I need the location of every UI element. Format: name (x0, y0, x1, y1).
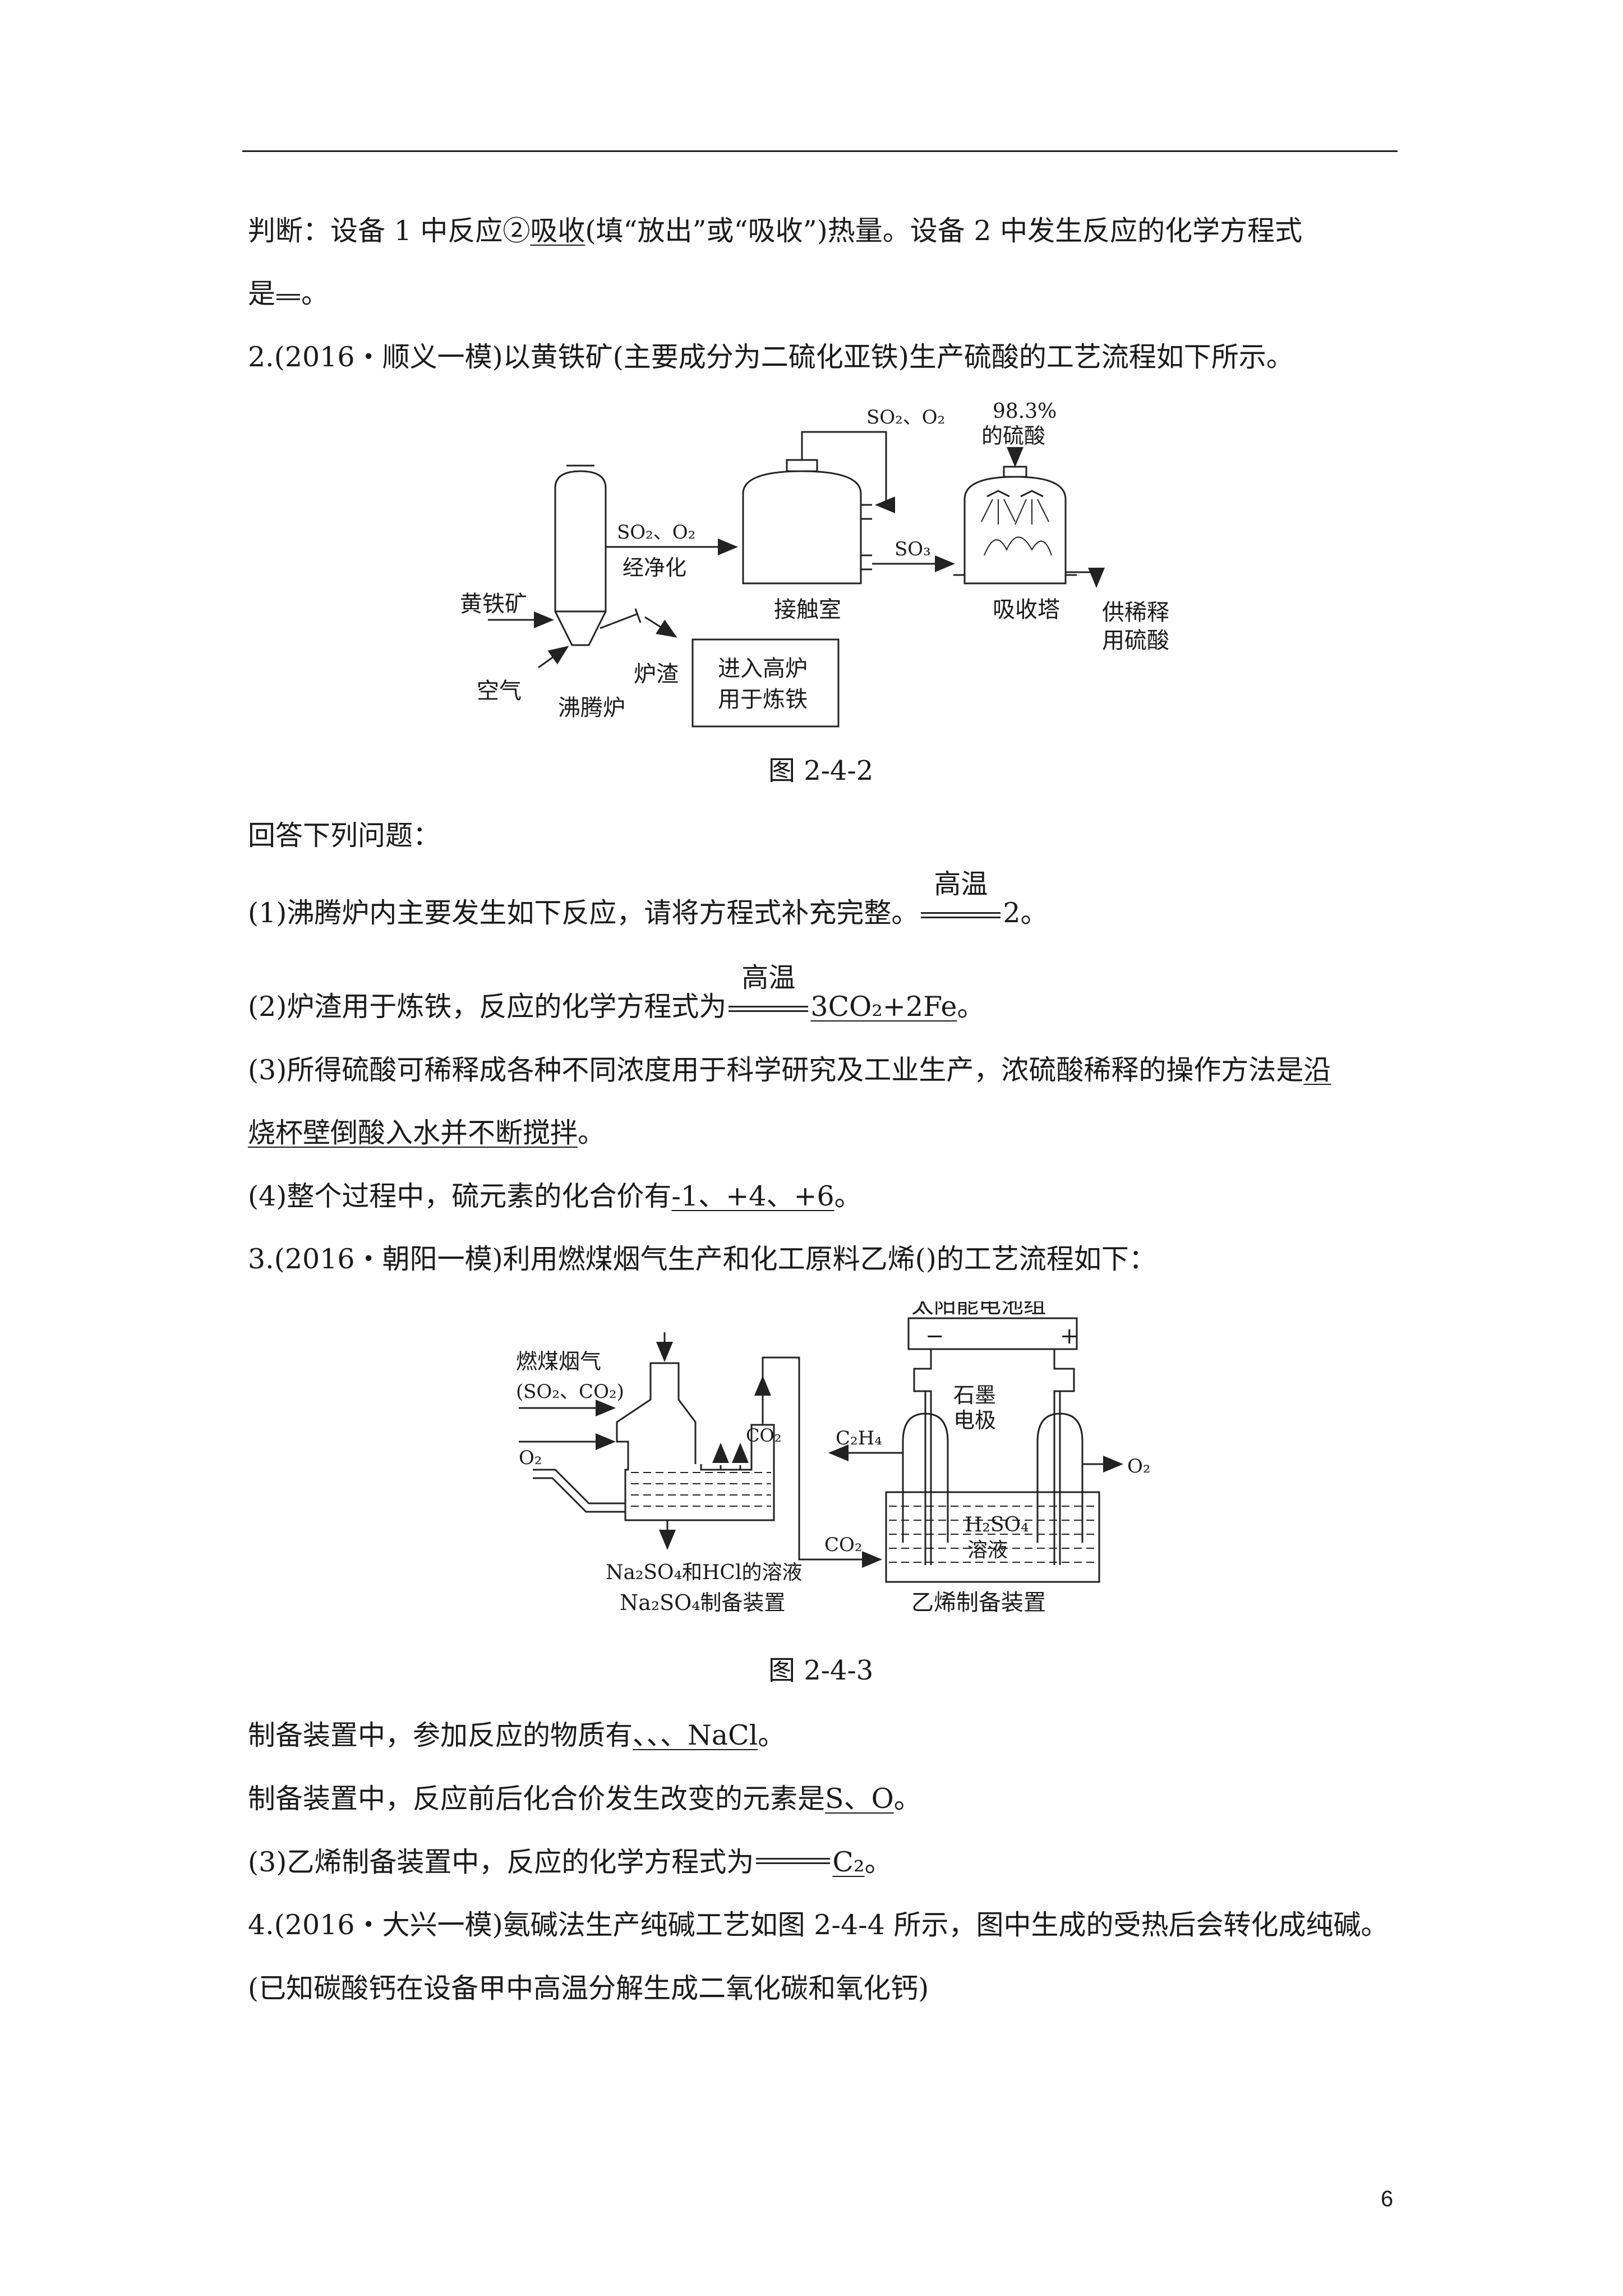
label-slag: 炉渣 (634, 661, 679, 687)
label-c2h4: C₂H₄ (836, 1427, 882, 1450)
label-acid-conc: 98.3% (993, 400, 1057, 423)
sub-question-1: 制备装置中，参加反应的物质有、、、NaCl。 (248, 1719, 786, 1751)
figure-2-4-3: 燃煤烟气 (SO₂、CO₂) O₂ CO₂ Na₂SO₄和HCl的溶液 Na₂S… (516, 1301, 1151, 1616)
sub-question-2: 制备装置中，反应前后化合价发生改变的元素是S、O。 (248, 1783, 921, 1815)
label-solution: Na₂SO₄和HCl的溶液 (606, 1561, 802, 1584)
answer-part-2: 3CO₂+2Fe (810, 991, 957, 1023)
label-o2-right: O₂ (1127, 1455, 1151, 1478)
text-line-2: 是。 (248, 277, 329, 311)
boiling-furnace-shape (554, 470, 607, 646)
part-3-line-2: 烧杯壁倒酸入水并不断搅拌。 (248, 1117, 606, 1149)
answer-intro: 回答下列问题： (248, 820, 441, 852)
answer-absorb: 吸收 (530, 215, 585, 247)
page-number: 6 (1381, 2187, 1394, 2211)
label-acid: 的硫酸 (981, 424, 1045, 448)
label-na2so4-device: Na₂SO₄制备装置 (620, 1590, 786, 1615)
answer-part-4: -1、+4、+6 (671, 1180, 834, 1212)
label-so2-o2-mid: SO₂、O₂ (617, 521, 695, 544)
question-2-stem: 2.(2016・顺义一模)以黄铁矿(主要成分为二硫化亚铁)生产硫酸的工艺流程如下… (248, 341, 1294, 373)
part-4: (4)整个过程中，硫元素的化合价有-1、+4、+6。 (248, 1180, 862, 1212)
question-4-stem: 4.(2016・大兴一模)氨碱法生产纯碱工艺如图 2-4-4 所示，图中生成的受… (248, 1909, 1389, 1941)
answer-reactants: 、、、NaCl (633, 1719, 758, 1751)
label-flue-gas: 燃煤烟气 (516, 1349, 601, 1374)
label-minus: − (925, 1323, 944, 1349)
question-4-note: (已知碳酸钙在设备甲中高温分解生成二氧化碳和氧化钙) (248, 1972, 929, 2004)
figure-2-4-2-caption: 图 2-4-2 (768, 755, 874, 786)
figure-2-4-3-caption: 图 2-4-3 (768, 1655, 874, 1686)
label-absorber: 吸收塔 (993, 597, 1060, 623)
answer-part-3-start: 沿 (1303, 1054, 1331, 1086)
label-electrode: 电极 (953, 1408, 996, 1433)
label-pyrite: 黄铁矿 (460, 591, 527, 617)
label-solar-battery: 太阳能电池组 (911, 1301, 1046, 1318)
high-temp-sign-1: 高温 (919, 868, 1003, 930)
label-so3: SO₃ (895, 538, 931, 560)
label-output-2: 用硫酸 (1102, 628, 1169, 654)
header-rule (242, 150, 1398, 152)
answer-part-3-rest: 烧杯壁倒酸入水并不断搅拌 (248, 1117, 578, 1149)
label-o2-left: O₂ (519, 1447, 542, 1469)
label-boiling-furnace: 沸腾炉 (558, 695, 625, 721)
label-h2so4: H₂SO₄ (965, 1513, 1029, 1536)
label-contact-chamber: 接触室 (774, 597, 841, 623)
label-output-1: 供稀释 (1102, 600, 1169, 625)
label-so2-o2-top: SO₂、O₂ (866, 406, 945, 429)
label-graphite: 石墨 (953, 1383, 996, 1407)
equal-sign (275, 277, 301, 311)
label-purify: 经净化 (623, 555, 686, 580)
high-temp-sign-2: 高温 (726, 962, 810, 1024)
part-3-line-1: (3)所得硫酸可稀释成各种不同浓度用于科学研究及工业生产，浓硫酸稀释的操作方法是… (248, 1054, 1331, 1086)
figure-2-4-2: SO₂、O₂ SO₂、O₂ 经净化 SO₃ 98.3% 的硫酸 黄铁矿 空气 沸… (460, 400, 1169, 728)
answer-elements: S、O (825, 1783, 894, 1815)
text-line-1: 判断：设备 1 中反应②吸收(填“放出”或“吸收”)热量。设备 2 中发生反应的… (248, 215, 1303, 247)
question-3-stem: 3.(2016・朝阳一模)利用燃煤烟气生产和化工原料乙烯()的工艺流程如下： (248, 1243, 1156, 1275)
label-air: 空气 (477, 678, 522, 704)
label-co2-up: CO₂ (746, 1425, 782, 1446)
label-co2-mid: CO₂ (824, 1534, 863, 1556)
label-plus: + (1060, 1323, 1079, 1349)
label-liquid: 溶液 (967, 1539, 1008, 1562)
label-ethylene-device: 乙烯制备装置 (911, 1590, 1046, 1616)
label-flue-composition: (SO₂、CO₂) (516, 1381, 624, 1403)
label-box-line2: 用于炼铁 (718, 687, 808, 712)
answer-ethylene: C₂ (832, 1846, 865, 1878)
label-box-line1: 进入高炉 (718, 656, 808, 682)
equal-sign-3 (754, 1846, 832, 1879)
